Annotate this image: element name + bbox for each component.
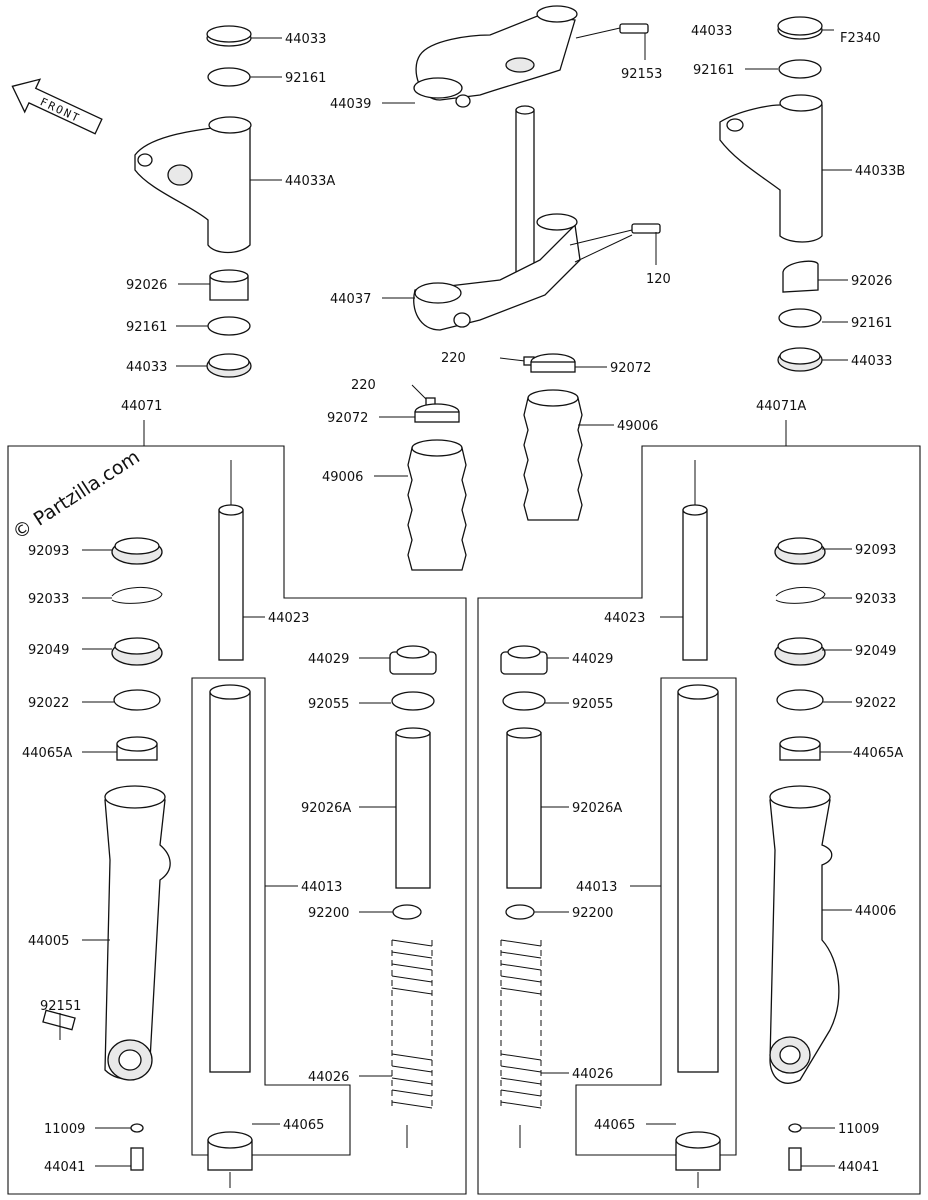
part-label: 44041 bbox=[838, 1160, 879, 1175]
part-label: 49006 bbox=[322, 470, 363, 485]
part-label: 44033 bbox=[285, 32, 326, 47]
part-label: 44039 bbox=[330, 97, 371, 112]
part-label: 44023 bbox=[268, 611, 309, 626]
part-label: 92026 bbox=[851, 274, 892, 289]
part-label: 92161 bbox=[285, 71, 326, 86]
part-label: 92055 bbox=[572, 697, 613, 712]
part-label: 92161 bbox=[851, 316, 892, 331]
part-label: 92055 bbox=[308, 697, 349, 712]
part-label: 220 bbox=[441, 351, 466, 366]
part-label: 44026 bbox=[572, 1067, 613, 1082]
part-label: 92161 bbox=[693, 63, 734, 78]
part-label: 11009 bbox=[44, 1122, 85, 1137]
part-label: 92072 bbox=[610, 361, 651, 376]
part-label: 44065 bbox=[283, 1118, 324, 1133]
part-label: 44033A bbox=[285, 174, 335, 189]
part-labels: F2340 44071 44071A 44033 92161 44033A 92… bbox=[22, 24, 905, 1175]
part-label: 44033 bbox=[126, 360, 167, 375]
leader-lines bbox=[59, 27, 852, 1167]
part-label: 44029 bbox=[308, 652, 349, 667]
part-label: 92153 bbox=[621, 67, 662, 82]
part-label: 44065A bbox=[853, 746, 903, 761]
part-label: 49006 bbox=[617, 419, 658, 434]
part-label: 44013 bbox=[576, 880, 617, 895]
part-label: 92026 bbox=[126, 278, 167, 293]
part-label: 44041 bbox=[44, 1160, 85, 1175]
part-label: 44065A bbox=[22, 746, 72, 761]
assembly-label-left: 44071 bbox=[121, 399, 162, 414]
part-label: 92022 bbox=[855, 696, 896, 711]
part-label: 11009 bbox=[838, 1122, 879, 1137]
part-label: 44026 bbox=[308, 1070, 349, 1085]
part-label: 92072 bbox=[327, 411, 368, 426]
right-top-parts bbox=[719, 16, 823, 372]
part-label: 120 bbox=[646, 272, 671, 287]
part-label: 92093 bbox=[28, 544, 69, 559]
watermark: © Partzilla.com bbox=[9, 446, 144, 544]
part-label: 44033B bbox=[855, 164, 905, 179]
part-label: 44013 bbox=[301, 880, 342, 895]
assembly-frames bbox=[7, 420, 921, 1195]
part-label: 92151 bbox=[40, 999, 81, 1014]
diagram-code: F2340 bbox=[840, 31, 881, 46]
part-label: 220 bbox=[351, 378, 376, 393]
front-arrow: FRONT bbox=[11, 78, 103, 135]
part-label: 92161 bbox=[126, 320, 167, 335]
part-label: 44033 bbox=[691, 24, 732, 39]
part-label: 44023 bbox=[604, 611, 645, 626]
part-label: 44006 bbox=[855, 904, 896, 919]
part-label: 92026A bbox=[301, 801, 351, 816]
assembly-label-right: 44071A bbox=[756, 399, 806, 414]
part-label: 92026A bbox=[572, 801, 622, 816]
part-label: 44065 bbox=[594, 1118, 635, 1133]
part-label: 92049 bbox=[855, 644, 896, 659]
part-label: 44037 bbox=[330, 292, 371, 307]
part-label: 92093 bbox=[855, 543, 896, 558]
center-clamps bbox=[407, 5, 661, 571]
part-label: 92033 bbox=[855, 592, 896, 607]
part-label: 92033 bbox=[28, 592, 69, 607]
part-label: 92022 bbox=[28, 696, 69, 711]
part-label: 44005 bbox=[28, 934, 69, 949]
part-label: 92200 bbox=[308, 906, 349, 921]
part-label: 92200 bbox=[572, 906, 613, 921]
left-top-parts bbox=[134, 25, 252, 378]
right-fork-parts bbox=[500, 460, 840, 1188]
part-label: 92049 bbox=[28, 643, 69, 658]
part-label: 44033 bbox=[851, 354, 892, 369]
part-label: 44029 bbox=[572, 652, 613, 667]
left-fork-parts bbox=[42, 460, 437, 1188]
